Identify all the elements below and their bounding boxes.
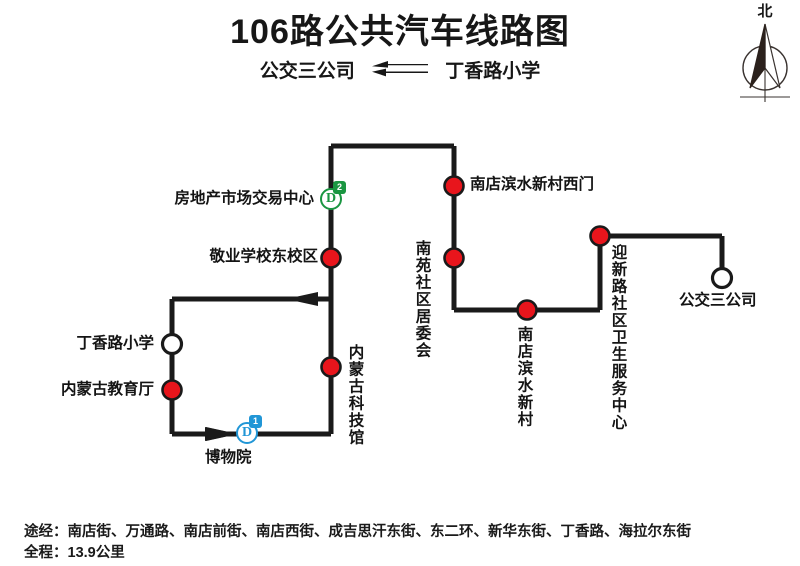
double-arrow-left-icon <box>372 60 428 78</box>
station-label-fangdichan: 房地产市场交易中心 <box>174 190 314 207</box>
badge-superscript-blue: 1 <box>249 415 262 428</box>
footer-info: 途经：南店街、万通路、南店前街、南店西街、成吉思汗东街、东二环、新华东街、丁香路… <box>24 522 790 564</box>
transfer-badge-fangdichan[interactable]: D 2 <box>320 181 346 212</box>
footer-length-line: 全程：13.9公里 <box>24 545 125 562</box>
stop-marker-nandian-binshui-ximen <box>443 175 465 197</box>
direction-arrow-west-icon <box>205 427 238 441</box>
station-label-bowuyuan: 博物院 <box>205 449 252 466</box>
compass-north-icon <box>740 23 790 102</box>
compass-rose: 北 <box>736 2 794 106</box>
stop-marker-neimenggu-jiaoyu <box>161 379 183 401</box>
station-label-nandian-binshui-ximen: 南店滨水新村西门 <box>470 176 595 193</box>
footer-via-line: 途经：南店街、万通路、南店前街、南店西街、成吉思汗东街、东二环、新华东街、丁香路… <box>24 524 691 540</box>
station-label-nanyuan-shequ: 南苑社区居委会 <box>413 240 431 359</box>
badge-superscript-green: 2 <box>333 181 346 194</box>
station-label-jingye: 敬业学校东校区 <box>209 248 318 265</box>
stop-marker-nanyuan-shequ <box>443 247 465 269</box>
subtitle-left-terminus: 公交三公司 <box>259 61 355 82</box>
stop-marker-jingye <box>320 247 342 269</box>
stop-marker-yingxinlu <box>589 225 611 247</box>
stop-marker-nandian-binshui <box>516 299 538 321</box>
page-title: 106路公共汽车线路图 <box>230 13 570 51</box>
stop-markers <box>161 175 611 401</box>
route-termini-subtitle: 公交三公司 丁香路小学 <box>0 56 800 83</box>
terminus-markers <box>160 266 734 356</box>
station-label-neimenggu-keji: 内蒙古科技馆 <box>346 344 364 446</box>
transfer-badge-bowuyuan[interactable]: D 1 <box>236 415 262 446</box>
station-label-gongjiao-sangongsi: 公交三公司 <box>679 292 757 309</box>
subtitle-right-terminus: 丁香路小学 <box>445 61 541 82</box>
station-label-yingxinlu: 迎新路社区卫生服务中心 <box>609 244 627 431</box>
terminus-marker-dingxianglu <box>160 332 184 356</box>
terminus-marker-gongjiao-sangongsi <box>710 266 734 290</box>
compass-north-label: 北 <box>757 3 773 20</box>
stop-marker-neimenggu-keji <box>320 356 342 378</box>
direction-arrow-east-icon <box>286 292 318 306</box>
station-label-nandian-binshui: 南店滨水新村 <box>515 326 533 428</box>
station-label-neimenggu-jiaoyu: 内蒙古教育厅 <box>60 381 154 398</box>
station-label-dingxianglu: 丁香路小学 <box>76 335 154 352</box>
